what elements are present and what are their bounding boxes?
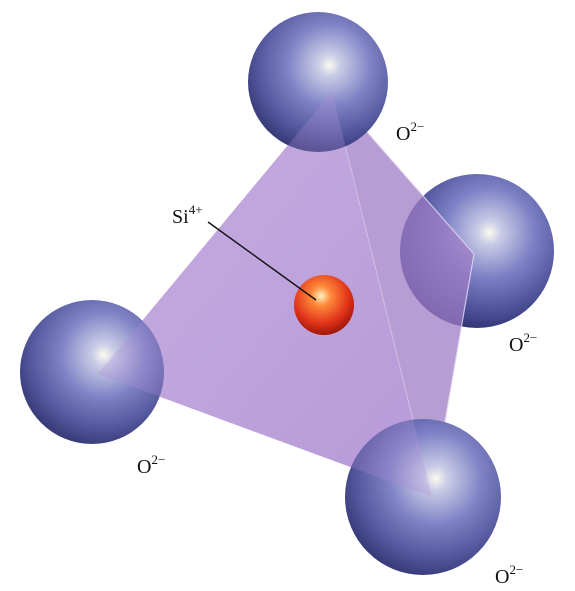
oxygen-sphere-left — [20, 300, 164, 444]
silicon-sphere — [294, 275, 354, 335]
tetrahedron-face-right — [332, 92, 474, 497]
oxygen-label-left: O2− — [137, 452, 165, 478]
oxygen-label-top: O2− — [396, 119, 424, 145]
tetrahedron-face-front — [98, 92, 432, 497]
oxygen-sphere-bottom — [345, 419, 501, 575]
tetrahedron-face-overlay — [98, 92, 432, 497]
silicon-label-leader — [207, 221, 317, 301]
silicon-label: Si4+ — [172, 202, 203, 228]
oxygen-label-bottom: O2− — [495, 562, 523, 588]
oxygen-label-right: O2− — [509, 330, 537, 356]
oxygen-sphere-top — [248, 12, 388, 152]
